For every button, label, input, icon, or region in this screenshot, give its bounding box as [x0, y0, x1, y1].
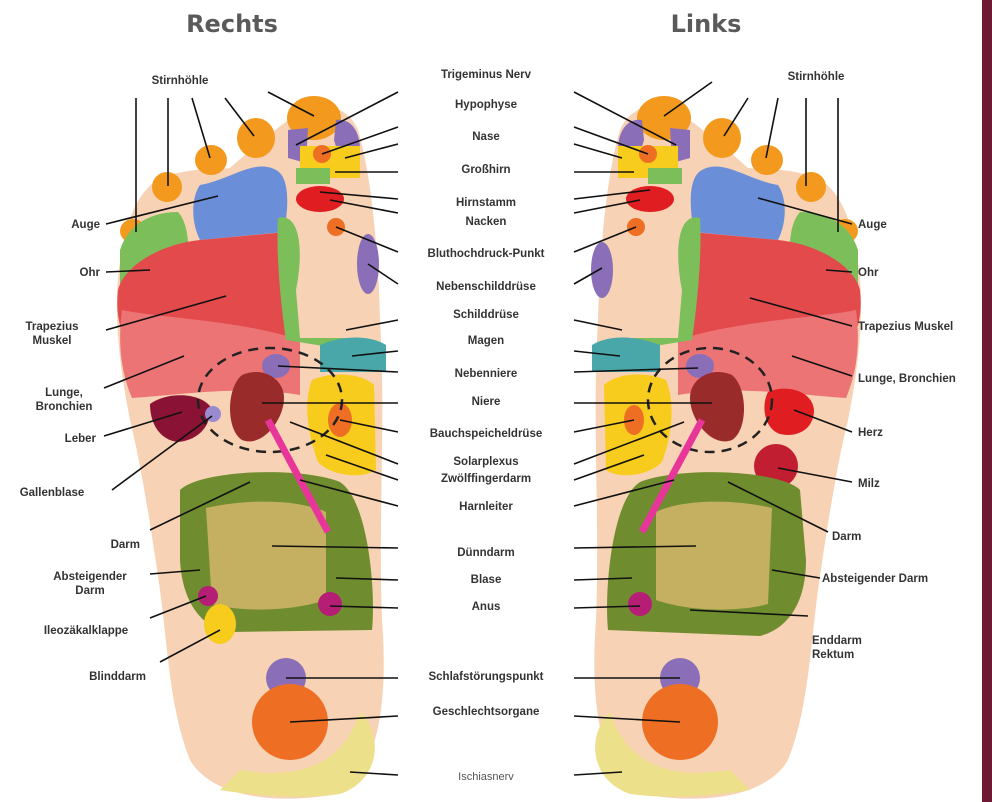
- label-right-gallenblase: Gallenblase: [20, 487, 85, 499]
- left-duenndarm: [656, 502, 772, 610]
- label-solarplexus: Solarplexus: [453, 456, 518, 468]
- label-nebenniere: Nebenniere: [455, 368, 518, 380]
- right-anus: [318, 592, 342, 616]
- label-left-stirnhoehle: Stirnhöhle: [788, 71, 845, 83]
- label-schlafstoerungspunkt: Schlafstörungspunkt: [428, 671, 543, 683]
- right-ileozaekal: [198, 586, 218, 606]
- label-bauchspeicheldruese: Bauchspeicheldrüse: [430, 428, 542, 440]
- left-hirnstamm: [626, 186, 674, 212]
- center-labels: Trigeminus Nerv Hypophyse Nase Großhirn …: [428, 69, 545, 783]
- label-left-enddarm-2: Rektum: [812, 649, 854, 661]
- left-nebenschilddruese: [591, 242, 613, 298]
- label-geschlechtsorgane: Geschlechtsorgane: [433, 706, 540, 718]
- label-anus: Anus: [472, 601, 501, 613]
- right-toe-4: [152, 172, 182, 202]
- label-left-milz: Milz: [858, 478, 880, 490]
- right-blinddarm: [204, 604, 236, 644]
- label-right-blinddarm: Blinddarm: [89, 671, 146, 683]
- heading-links: Links: [671, 10, 742, 38]
- label-right-auge: Auge: [71, 219, 100, 231]
- label-left-herz: Herz: [858, 427, 883, 439]
- heading-rechts: Rechts: [186, 10, 278, 38]
- label-right-trapezius-1: Trapezius: [25, 321, 78, 333]
- label-left-absteigender: Absteigender Darm: [822, 573, 928, 585]
- label-nebenschilddruese: Nebenschilddrüse: [436, 281, 536, 293]
- label-nase: Nase: [472, 131, 500, 143]
- left-anus: [628, 592, 652, 616]
- label-niere: Niere: [472, 396, 501, 408]
- right-foot: [117, 96, 386, 799]
- label-schilddruese: Schilddrüse: [453, 309, 519, 321]
- left-toe-4: [796, 172, 826, 202]
- right-big-toe-green: [296, 168, 330, 184]
- left-toe-2: [703, 118, 741, 158]
- right-hirnstamm: [296, 186, 344, 212]
- label-left-ohr: Ohr: [858, 267, 879, 279]
- label-right-darm: Darm: [111, 539, 140, 551]
- label-right-ileozaekal: Ileozäkalklappe: [44, 625, 128, 637]
- label-left-auge: Auge: [858, 219, 887, 231]
- label-zwoelffingerdarm: Zwölffingerdarm: [441, 473, 531, 485]
- label-blase: Blase: [471, 574, 502, 586]
- label-left-lunge: Lunge, Bronchien: [858, 373, 956, 385]
- right-toe-2: [237, 118, 275, 158]
- label-right-stirnhoehle: Stirnhöhle: [152, 75, 209, 87]
- right-toe-3: [195, 145, 227, 175]
- label-right-ohr: Ohr: [80, 267, 101, 279]
- label-ischiasnerv: Ischiasnerv: [458, 771, 514, 783]
- label-right-trapezius-2: Muskel: [33, 335, 72, 347]
- label-right-lunge-2: Bronchien: [36, 401, 93, 413]
- label-right-absteigender-2: Darm: [75, 585, 104, 597]
- label-bluthochdruck-punkt: Bluthochdruck-Punkt: [428, 248, 545, 260]
- label-left-trapezius: Trapezius Muskel: [858, 321, 953, 333]
- label-left-darm: Darm: [832, 531, 861, 543]
- label-duenndarm: Dünndarm: [457, 547, 515, 559]
- label-trigeminus-nerv: Trigeminus Nerv: [441, 69, 532, 81]
- label-left-enddarm-1: Enddarm: [812, 635, 862, 647]
- label-nacken: Nacken: [466, 216, 507, 228]
- label-harnleiter: Harnleiter: [459, 501, 513, 513]
- right-duenndarm: [206, 502, 326, 610]
- label-right-absteigender-1: Absteigender: [53, 571, 127, 583]
- label-hirnstamm: Hirnstamm: [456, 197, 516, 209]
- left-big-toe-green: [648, 168, 682, 184]
- label-right-leber: Leber: [65, 433, 97, 445]
- label-magen: Magen: [468, 335, 504, 347]
- label-right-lunge-1: Lunge,: [45, 387, 83, 399]
- right-magen: [320, 337, 386, 372]
- label-grosshirn: Großhirn: [461, 164, 510, 176]
- label-hypophyse: Hypophyse: [455, 99, 517, 111]
